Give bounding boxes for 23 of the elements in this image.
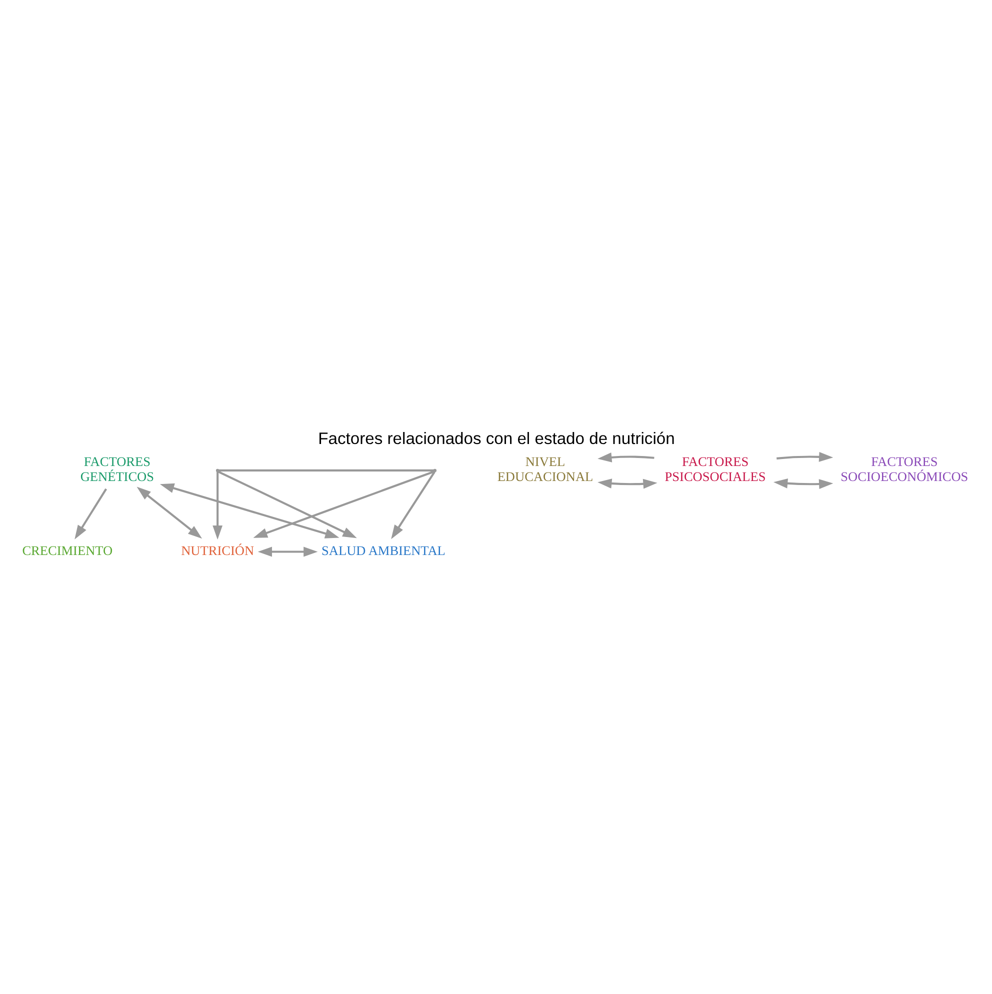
node-text: FACTORES PSICOSOCIALES <box>664 454 766 484</box>
arrow <box>772 478 833 489</box>
node-text: NUTRICIÓN <box>180 542 254 558</box>
arrow <box>74 488 107 540</box>
arrow <box>159 483 339 538</box>
diagram-title: Factores relacionados con el estado de nutrición <box>318 428 674 448</box>
arrow <box>390 471 435 540</box>
node-text: FACTORES GENÉTICOS <box>80 454 154 484</box>
arrow <box>252 470 434 538</box>
node-text: CRECIMIENTO <box>22 542 112 558</box>
arrow <box>776 452 833 462</box>
arrow <box>597 478 657 489</box>
arrow <box>212 472 222 540</box>
node-point <box>432 468 436 472</box>
connector <box>218 469 434 472</box>
arrow <box>136 486 202 539</box>
arrow <box>217 470 356 538</box>
arrow <box>597 452 654 462</box>
arrow <box>257 546 318 557</box>
node-text: NIVEL EDUCACIONAL <box>496 454 593 484</box>
node-point <box>215 468 219 472</box>
node-text: SALUD AMBIENTAL <box>321 542 445 558</box>
node-text: FACTORES SOCIOECONÓMICOS <box>840 454 968 484</box>
